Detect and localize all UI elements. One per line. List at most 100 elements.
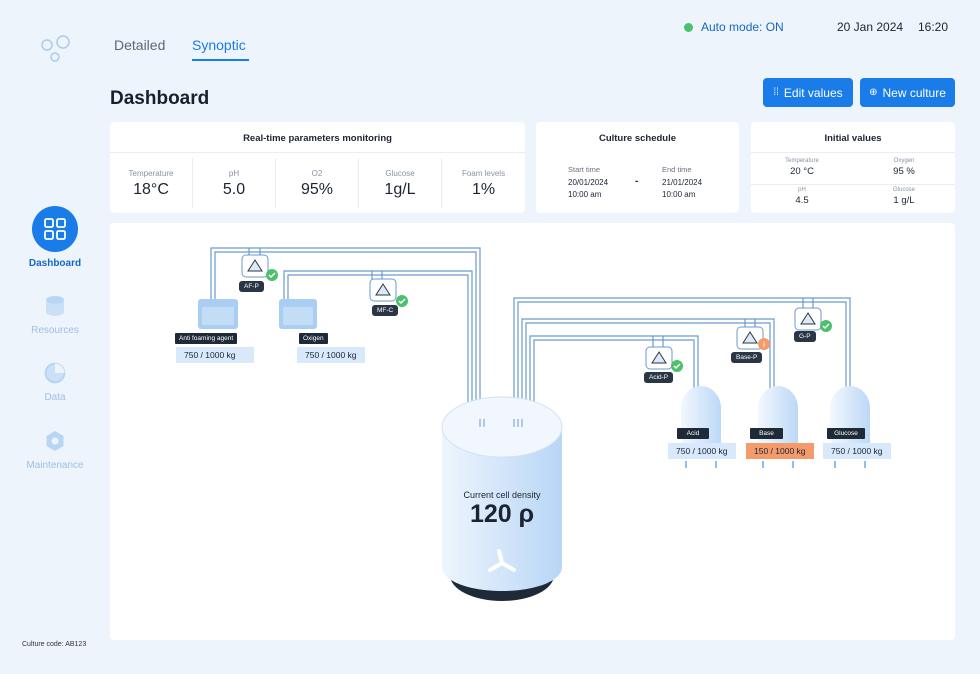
container-label-acid: Acid <box>677 428 709 439</box>
tab-synoptic[interactable]: Synoptic <box>192 37 246 53</box>
param-temperature: Temperature 18°C <box>110 152 192 213</box>
sidebar-item-resources[interactable]: Resources <box>16 293 94 336</box>
grid-icon <box>32 206 78 252</box>
divider <box>192 158 193 208</box>
divider <box>358 158 359 208</box>
pipe-network: i <box>198 247 870 601</box>
start-time: 10:00 am <box>568 190 602 199</box>
plus-circle-icon: ⊕ <box>869 87 878 98</box>
container-value-acid: 750 / 1000 kg <box>668 443 736 459</box>
sliders-icon: ⁞⁞ <box>773 87 779 98</box>
cell-density-label: Current cell density <box>463 490 541 500</box>
schedule-card: Culture schedule Start time 20/01/2024 1… <box>536 122 739 213</box>
initial-value: 20 °C <box>790 166 814 177</box>
initial-oxygen: Oxygen 95 % <box>853 158 955 177</box>
pump-afp[interactable] <box>241 254 278 281</box>
sidebar-item-label: Resources <box>31 325 79 336</box>
oxigen-container <box>279 299 317 329</box>
new-culture-button[interactable]: ⊕ New culture <box>860 78 955 107</box>
anti-foaming-container <box>198 299 238 329</box>
current-date: 20 Jan 2024 <box>837 20 904 34</box>
sidebar-item-data[interactable]: Data <box>16 360 94 403</box>
new-culture-label: New culture <box>882 85 946 100</box>
bioreactor-tank <box>441 396 563 601</box>
divider <box>110 152 525 153</box>
tab-detailed[interactable]: Detailed <box>114 37 166 53</box>
sidebar-item-dashboard[interactable]: Dashboard <box>16 206 94 269</box>
param-value: 18°C <box>133 181 169 198</box>
start-time-block: Start time 20/01/2024 10:00 am <box>568 165 608 201</box>
param-value: 5.0 <box>222 181 246 198</box>
container-label-base: Base <box>750 428 783 439</box>
divider <box>751 152 955 153</box>
initial-label: pH <box>798 187 806 193</box>
initial-values-card: Initial values Temperature 20 °C Oxygen … <box>751 122 955 213</box>
initial-label: Glucose <box>892 187 915 193</box>
pump-label-mfc: MF-C <box>372 305 399 316</box>
param-glucose: Glucose 1g/L <box>359 152 441 213</box>
edit-values-label: Edit values <box>783 85 843 100</box>
status-text: Auto mode: ON <box>701 20 784 34</box>
param-label: O2 <box>311 169 323 178</box>
sidebar-item-maintenance[interactable]: Maintenance <box>16 428 94 471</box>
container-label-glucose: Glucose <box>827 428 865 439</box>
status-dot-icon <box>684 22 693 32</box>
param-label: Glucose <box>385 169 415 178</box>
initial-glucose: Glucose 1 g/L <box>853 187 955 206</box>
edit-values-button[interactable]: ⁞⁞ Edit values <box>763 78 853 107</box>
pump-label-afp: AF-P <box>239 281 264 292</box>
monitoring-card: Real-time parameters monitoring Temperat… <box>110 122 525 213</box>
pump-basep[interactable]: i <box>736 326 770 350</box>
end-time-label: End time <box>662 165 692 174</box>
param-label: Temperature <box>128 169 174 178</box>
container-value-glucose: 750 / 1000 kg <box>823 443 891 459</box>
initial-label: Temperature <box>785 158 819 164</box>
param-ph: pH 5.0 <box>193 152 275 213</box>
pump-acidp[interactable] <box>645 346 683 372</box>
culture-code: Culture code: AB123 <box>22 641 87 648</box>
pump-gp[interactable] <box>794 307 832 332</box>
container-label-oxigen: Oxigen <box>299 333 328 344</box>
initial-value: 4.5 <box>795 195 809 206</box>
cell-density-value: 120 ρ <box>469 500 535 528</box>
container-label-anti-foaming: Anti foaming agent <box>175 333 238 344</box>
initial-ph: pH 4.5 <box>751 187 853 206</box>
auto-mode-status: Auto mode: ON <box>684 20 784 34</box>
end-date: 21/01/2024 <box>662 178 703 187</box>
divider <box>275 158 276 208</box>
divider <box>441 158 442 208</box>
schedule-title: Culture schedule <box>598 133 677 144</box>
pump-label-basep: Base-P <box>731 352 763 363</box>
initial-value: 95 % <box>893 166 915 177</box>
divider <box>751 184 955 185</box>
initial-values-title: Initial values <box>824 133 882 144</box>
container-value-oxigen: 750 / 1000 kg <box>297 347 365 363</box>
initial-label: Oxygen <box>893 158 915 164</box>
param-value: 1g/L <box>384 181 416 198</box>
param-value: 95% <box>300 181 334 198</box>
svg-text:i: i <box>763 340 765 349</box>
current-time: 16:20 <box>918 20 949 34</box>
impeller-icon <box>488 549 516 572</box>
start-time-label: Start time <box>568 165 601 174</box>
active-tab-indicator <box>192 59 249 61</box>
hexagon-icon <box>32 428 78 454</box>
param-o2: O2 95% <box>276 152 358 213</box>
container-value-base: 150 / 1000 kg <box>746 443 814 459</box>
schedule-separator: - <box>635 176 639 187</box>
pump-label-gp: G-P <box>794 331 816 342</box>
end-time-block: End time 21/01/2024 10:00 am <box>662 165 702 201</box>
param-label: Foam levels <box>461 169 506 178</box>
pump-mfc[interactable] <box>369 278 408 307</box>
initial-temperature: Temperature 20 °C <box>751 158 853 177</box>
pump-label-acidp: Acid-P <box>644 372 674 383</box>
sidebar-item-label: Data <box>44 392 66 403</box>
param-label: pH <box>228 169 240 178</box>
app-logo <box>41 35 70 62</box>
monitoring-title: Real-time parameters monitoring <box>243 133 392 144</box>
start-date: 20/01/2024 <box>568 178 609 187</box>
database-icon <box>32 293 78 319</box>
container-value-anti-foaming: 750 / 1000 kg <box>176 347 254 363</box>
pie-chart-icon <box>32 360 78 386</box>
param-foam: Foam levels 1% <box>442 152 525 213</box>
